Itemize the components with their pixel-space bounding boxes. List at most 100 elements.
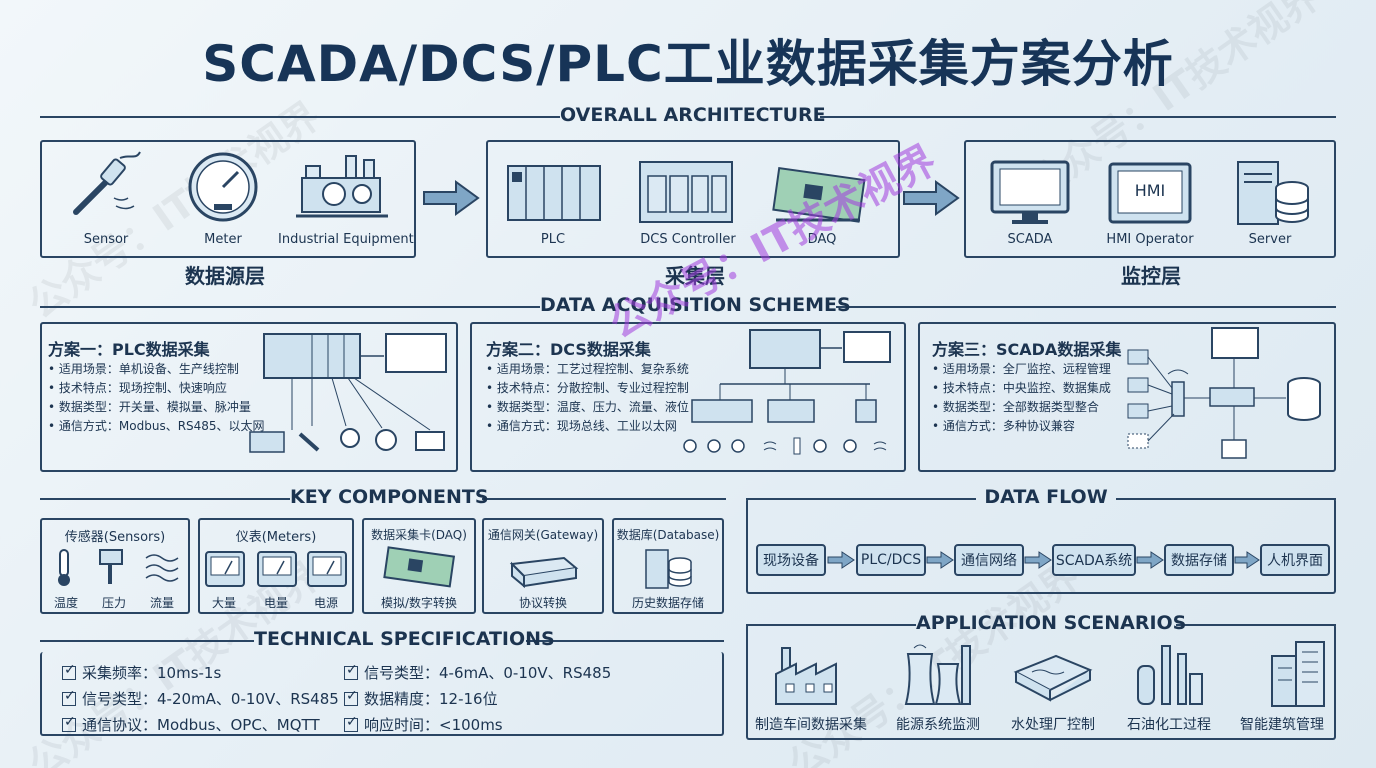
flow-step: SCADA系统	[1052, 544, 1136, 576]
layer-name: 采集层	[665, 264, 725, 288]
scheme-line: 技术特点：现场控制、快速响应	[48, 379, 265, 398]
petrochemical-icon	[1137, 645, 1203, 705]
application-label: 水处理厂控制	[1011, 717, 1095, 733]
acquisition-layer-box	[486, 140, 900, 258]
spec-item: 通信协议：Modbus、OPC、MQTT	[62, 714, 320, 735]
component-item: 电量	[263, 596, 288, 610]
gateway-icon	[509, 556, 579, 589]
checkbox-icon	[62, 688, 76, 706]
flow-step: PLC/DCS	[856, 544, 926, 576]
scheme-line: 数据类型：开关量、模拟量、脉冲量	[48, 398, 265, 417]
component-item: 模拟/数字转换	[380, 596, 458, 610]
spec-item: 信号类型：4-20mA、0-10V、RS485	[62, 688, 339, 709]
divider	[836, 306, 1336, 308]
flow-arrow-icon	[926, 551, 954, 569]
scheme-line: 适用场景：单机设备、生产线控制	[48, 360, 265, 379]
specs-box	[40, 652, 724, 736]
spec-item: 数据精度：12-16位	[344, 688, 498, 709]
scheme-title: 方案二：DCS数据采集	[486, 340, 651, 359]
page-title: SCADA/DCS/PLC工业数据采集方案分析	[202, 35, 1174, 93]
flow-step: 通信网络	[954, 544, 1024, 576]
divider	[746, 498, 976, 500]
component-item: 温度	[53, 596, 78, 610]
scheme-line: 数据类型：全部数据类型整合	[932, 398, 1111, 417]
industrial-equipment-icon	[296, 155, 388, 218]
spec-item: 信号类型：4-6mA、0-10V、RS485	[344, 662, 611, 683]
acquisition-item-label: DAQ	[807, 232, 837, 247]
spec-item: 响应时间：<100ms	[344, 714, 503, 735]
layer-name: 监控层	[1121, 264, 1181, 288]
flow-arrow-icon	[1234, 551, 1260, 569]
scheme-card	[470, 322, 906, 472]
divider	[482, 498, 726, 500]
divider	[40, 498, 290, 500]
arrow-right-icon	[423, 180, 480, 216]
component-title: 数据采集卡(DAQ)	[371, 528, 467, 542]
scheme-line: 技术特点：分散控制、专业过程控制	[486, 379, 689, 398]
monitoring-item-label: SCADA	[1007, 232, 1053, 247]
meters-icons	[205, 551, 347, 587]
sensors-icons	[58, 549, 179, 586]
scheme-line: 通信方式：现场总线、工业以太网	[486, 417, 689, 436]
section-title-applications: APPLICATION SCENARIOS	[916, 612, 1187, 634]
flow-arrow-icon	[827, 551, 855, 569]
section-title-components: KEY COMPONENTS	[290, 486, 489, 508]
flow-arrow-icon	[1024, 551, 1052, 569]
server-icon	[1237, 161, 1309, 225]
component-item: 电源	[313, 596, 338, 610]
component-title: 数据库(Database)	[616, 528, 720, 542]
acquisition-item-label: PLC	[540, 232, 566, 247]
meter-icon	[188, 152, 258, 222]
flow-step: 数据存储	[1164, 544, 1234, 576]
divider	[1116, 498, 1336, 500]
applications-box	[746, 624, 1336, 740]
flow-step: 现场设备	[756, 544, 826, 576]
divider	[820, 116, 1336, 118]
data-source-layer-box	[40, 140, 416, 258]
divider	[1176, 624, 1336, 626]
checkbox-icon	[344, 688, 358, 706]
hmi-panel-icon	[1108, 162, 1192, 224]
flow-step: 人机界面	[1260, 544, 1330, 576]
spec-text: 数据精度：12-16位	[364, 690, 498, 708]
monitoring-item-label: HMI Operator	[1106, 232, 1194, 247]
daq-card-icon	[772, 166, 866, 223]
component-item: 大量	[211, 596, 236, 610]
component-item: 协议转换	[518, 596, 567, 610]
divider	[40, 116, 560, 118]
component-card	[482, 518, 604, 614]
application-label: 制造车间数据采集	[755, 717, 867, 733]
component-card	[198, 518, 354, 614]
divider	[526, 640, 724, 642]
spec-text: 信号类型：4-6mA、0-10V、RS485	[364, 664, 612, 682]
component-title: 仪表(Meters)	[235, 530, 317, 545]
checkbox-icon	[344, 662, 358, 680]
component-item: 流量	[149, 596, 174, 610]
component-item: 压力	[101, 596, 126, 610]
sensor-icon	[73, 151, 141, 215]
component-card	[40, 518, 190, 614]
checkbox-icon	[62, 662, 76, 680]
spec-text: 通信协议：Modbus、OPC、MQTT	[82, 716, 320, 734]
dcs-scheme-diagram	[683, 329, 891, 455]
plc-icon	[507, 165, 601, 221]
spec-text: 响应时间：<100ms	[364, 716, 503, 734]
factory-icon	[775, 647, 837, 705]
spec-text: 采集频率：10ms-1s	[82, 664, 222, 682]
dataflow-box	[746, 498, 1336, 594]
hmi-screen-text: HMI	[1134, 181, 1166, 200]
section-title-dataflow: DATA FLOW	[984, 486, 1108, 508]
application-label: 石油化工过程	[1127, 717, 1211, 733]
component-title: 通信网关(Gateway)	[487, 528, 599, 542]
monitoring-layer-box	[964, 140, 1336, 258]
smart-building-icon	[1271, 641, 1325, 707]
scheme-card	[40, 322, 458, 472]
scheme-line: 数据类型：温度、压力、流量、液位	[486, 398, 689, 417]
power-plant-icon	[904, 644, 971, 705]
source-item-label: Meter	[204, 232, 242, 247]
scheme-line: 适用场景：全厂监控、远程管理	[932, 360, 1111, 379]
section-title-architecture: OVERALL ARCHITECTURE	[560, 104, 826, 126]
spec-item: 采集频率：10ms-1s	[62, 662, 221, 683]
scheme-title: 方案三：SCADA数据采集	[932, 340, 1122, 359]
component-card	[362, 518, 476, 614]
